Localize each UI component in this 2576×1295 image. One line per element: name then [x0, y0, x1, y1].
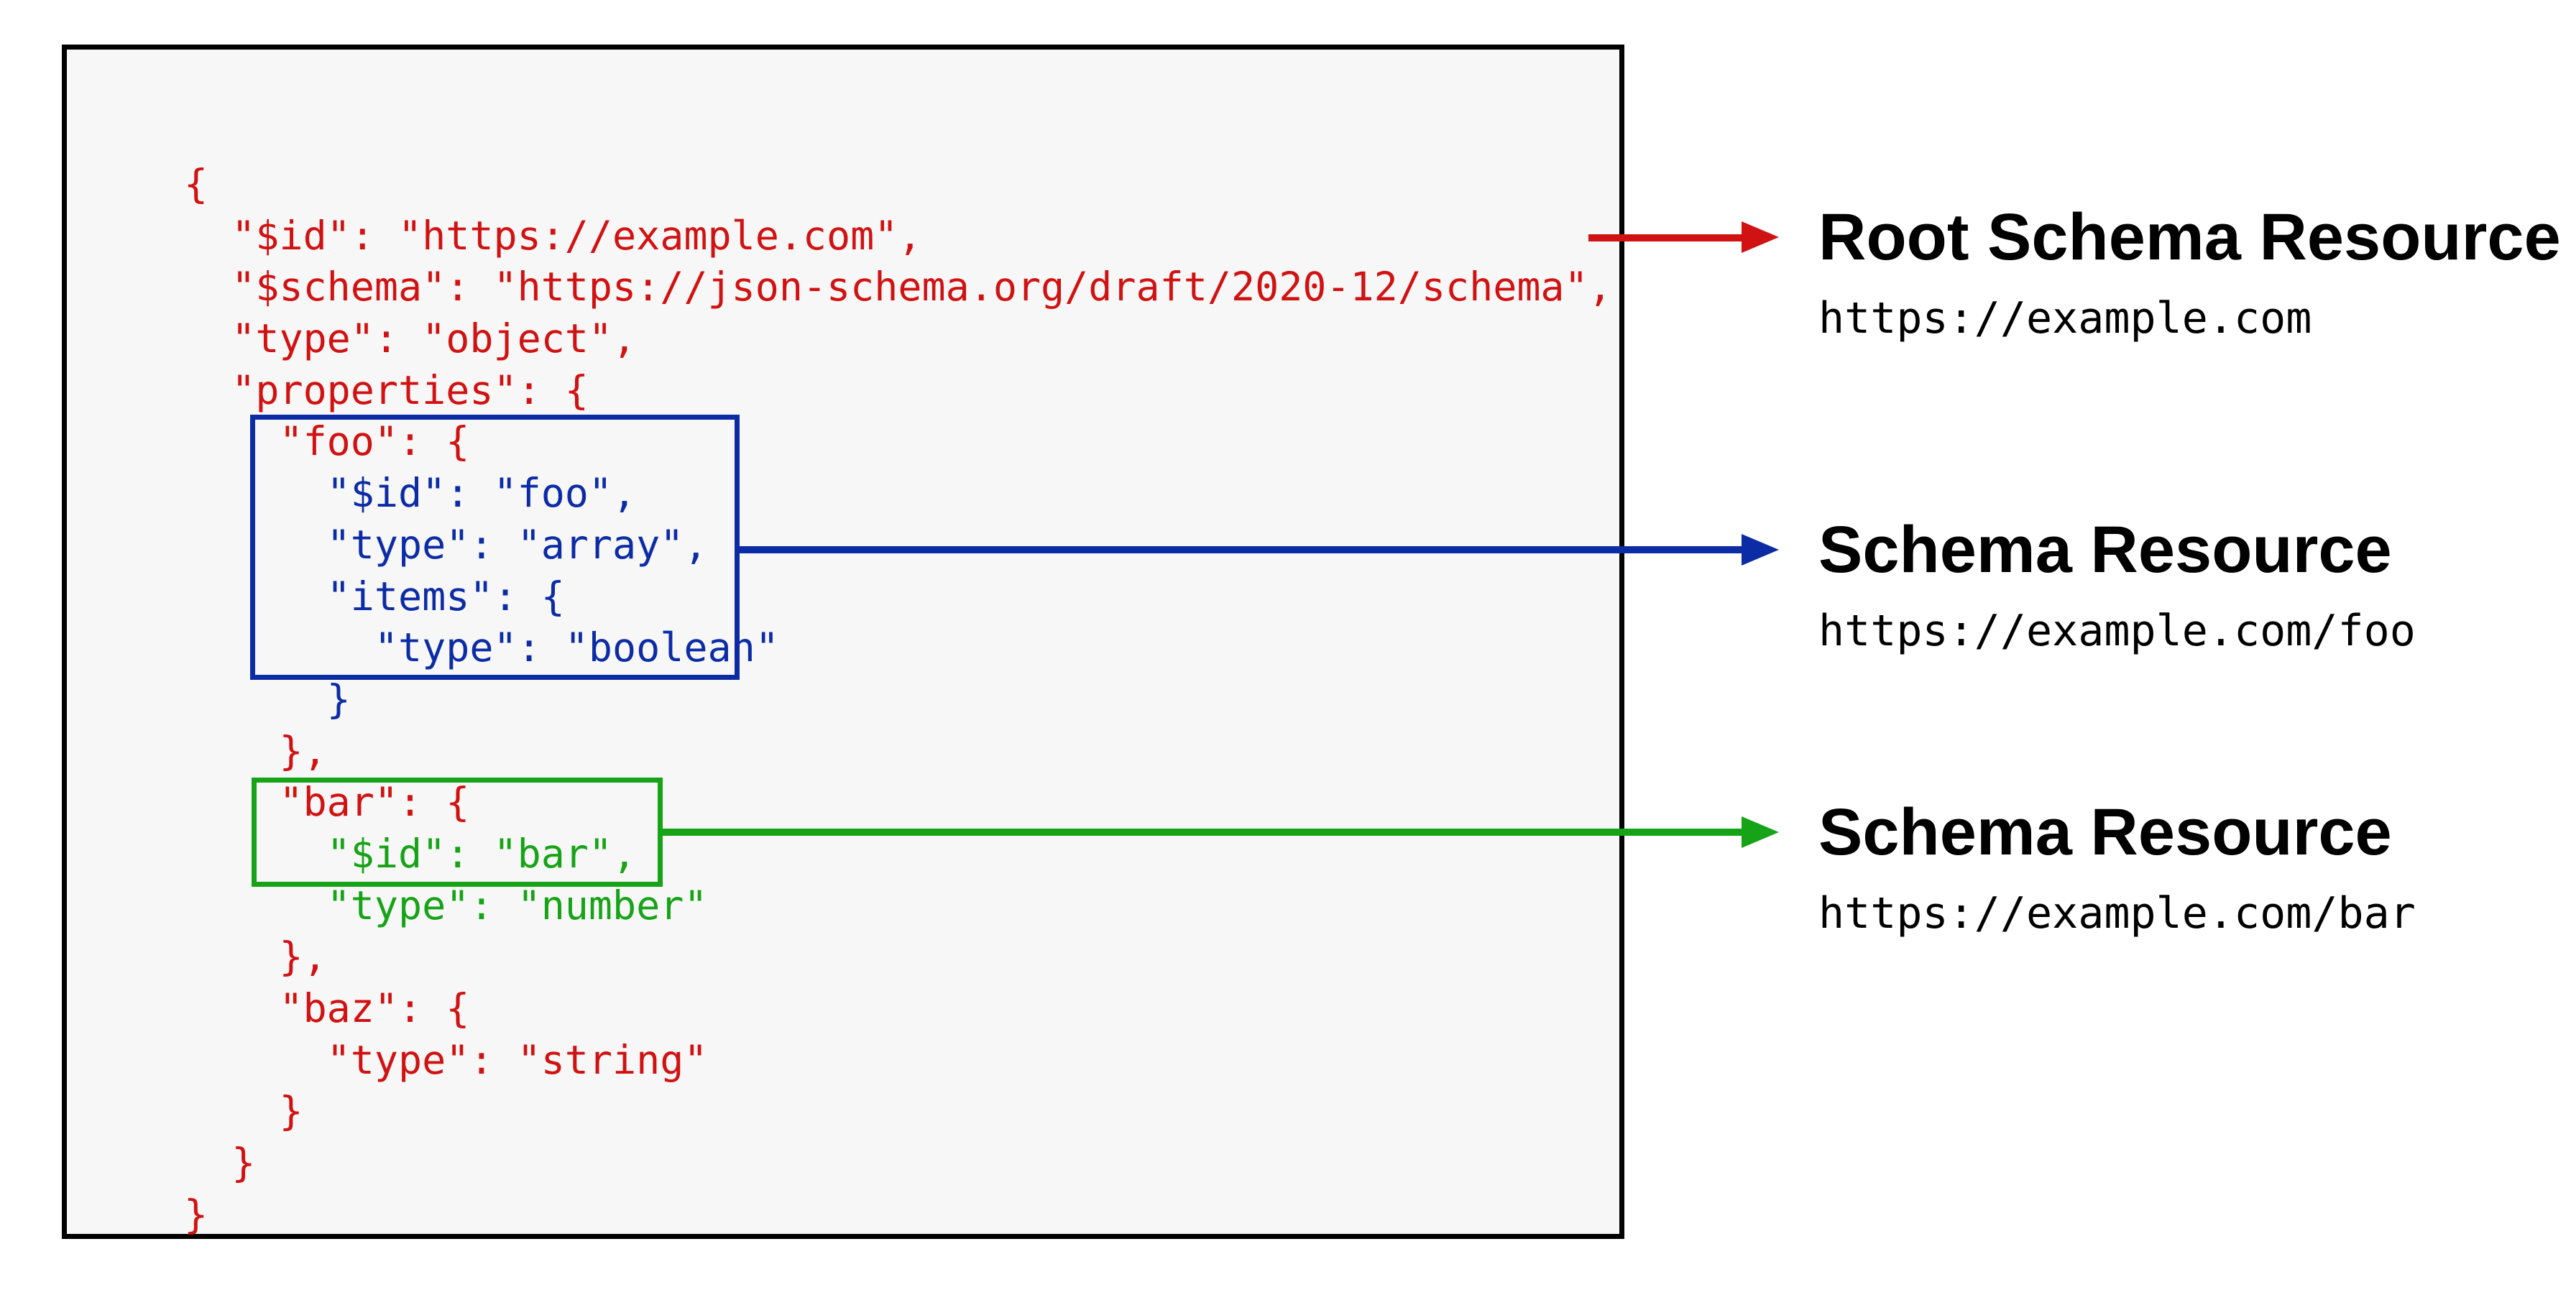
code-block: { "$id": "https://example.com", "$schema… — [184, 159, 1612, 1240]
label-url: https://example.com/foo — [1818, 606, 2416, 656]
code-line: "items": { — [184, 573, 565, 619]
label-root-schema-resource: Root Schema Resource https://example.com — [1818, 201, 2561, 344]
schema-code-panel: { "$id": "https://example.com", "$schema… — [62, 45, 1624, 1239]
bar-schema-highlight-box — [252, 778, 663, 887]
code-line: { — [184, 161, 208, 207]
code-line: }, — [184, 934, 327, 980]
code-line: "$id": "foo", — [184, 470, 637, 517]
root-schema-arrow-line — [1588, 234, 1742, 241]
code-line: "bar": { — [184, 779, 470, 826]
label-foo-schema-resource: Schema Resource https://example.com/foo — [1818, 514, 2416, 656]
code-line: "type": "array", — [184, 521, 708, 568]
arrow-right-icon — [1742, 534, 1779, 566]
code-line: } — [184, 1191, 208, 1238]
arrow-right-icon — [1742, 816, 1779, 848]
code-line: "$id": "https://example.com", — [184, 212, 922, 259]
label-title: Schema Resource — [1818, 796, 2392, 869]
code-line: "baz": { — [184, 985, 470, 1031]
code-line: "properties": { — [184, 367, 589, 413]
code-line: "$id": "bar", — [184, 830, 637, 877]
code-line: "type": "object", — [184, 315, 637, 362]
arrow-right-icon — [1742, 221, 1779, 253]
code-line: "foo": { — [184, 418, 470, 465]
foo-schema-arrow-line — [735, 546, 1742, 553]
code-line: }, — [184, 727, 327, 774]
foo-schema-highlight-box — [250, 415, 740, 680]
label-url: https://example.com/bar — [1818, 888, 2416, 939]
code-line: "type": "number" — [184, 882, 708, 928]
code-line: "type": "string" — [184, 1036, 708, 1083]
label-title: Schema Resource — [1818, 513, 2392, 586]
code-line: } — [184, 1140, 256, 1186]
code-line: } — [184, 676, 351, 722]
code-line: "type": "boolean" — [184, 625, 779, 671]
bar-schema-arrow-line — [658, 829, 1742, 836]
label-bar-schema-resource: Schema Resource https://example.com/bar — [1818, 796, 2416, 939]
label-title: Root Schema Resource — [1818, 201, 2561, 274]
code-line: } — [184, 1088, 303, 1135]
label-url: https://example.com — [1818, 293, 2312, 344]
code-line: "$schema": "https://json-schema.org/draf… — [184, 264, 1612, 310]
